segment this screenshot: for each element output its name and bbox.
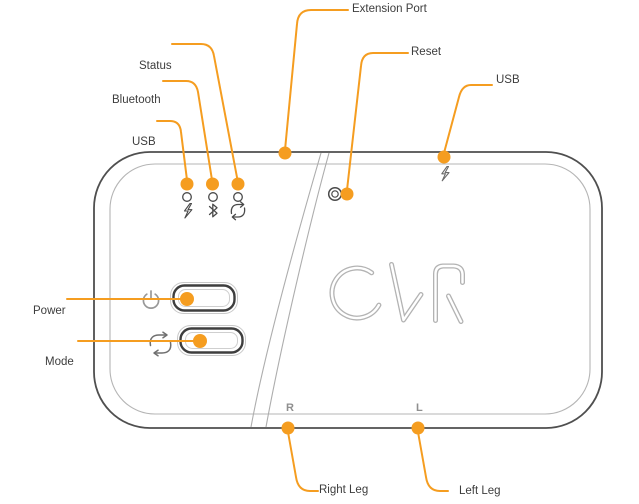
usb-port-lightning-icon [441, 165, 450, 182]
label-usb-right: USB [496, 74, 520, 86]
callout-line-usb-left [156, 120, 188, 181]
bluetooth-icon [208, 203, 218, 218]
sync-arrows-icon [230, 201, 246, 221]
callout-dot-usb-right [437, 150, 451, 164]
callout-dot-extension-port [278, 146, 292, 160]
callout-dot-right-leg [281, 421, 295, 435]
callout-line-reset [346, 52, 409, 191]
callout-dot-reset [340, 187, 354, 201]
label-left-leg: Left Leg [459, 485, 501, 497]
callout-line-right-leg [287, 431, 319, 492]
label-usb-left: USB [132, 136, 156, 148]
label-bluetooth: Bluetooth [112, 94, 161, 106]
callout-line-left-leg [417, 431, 449, 492]
callout-dot-left-leg [411, 421, 425, 435]
label-extension-port: Extension Port [352, 3, 427, 15]
callout-line-usb-right [443, 84, 493, 154]
ovr-logo [329, 262, 465, 324]
label-status: Status [139, 60, 172, 72]
callout-line-bluetooth [162, 80, 213, 181]
bluetooth-led [208, 192, 218, 202]
callout-dot-bluetooth [206, 177, 219, 191]
right-side-marker: R [286, 402, 294, 414]
label-mode: Mode [45, 356, 74, 368]
left-side-marker: L [416, 402, 423, 414]
led-indicators [182, 192, 246, 221]
callout-dot-status [231, 177, 245, 191]
device-outline [93, 151, 603, 429]
status-led [233, 192, 243, 202]
label-reset: Reset [411, 46, 442, 58]
lightning-icon [183, 202, 193, 219]
callout-line-extension-port [284, 9, 349, 151]
label-power: Power [33, 305, 66, 317]
callout-dot-power [180, 292, 194, 306]
usb-led [182, 192, 192, 202]
label-right-leg: Right Leg [319, 484, 369, 496]
swap-arrows-icon [149, 331, 172, 357]
callout-dot-usb-left [180, 177, 194, 191]
callout-line-status [171, 43, 239, 181]
callout-dot-mode [193, 334, 207, 348]
device-seam-lines [250, 152, 330, 428]
